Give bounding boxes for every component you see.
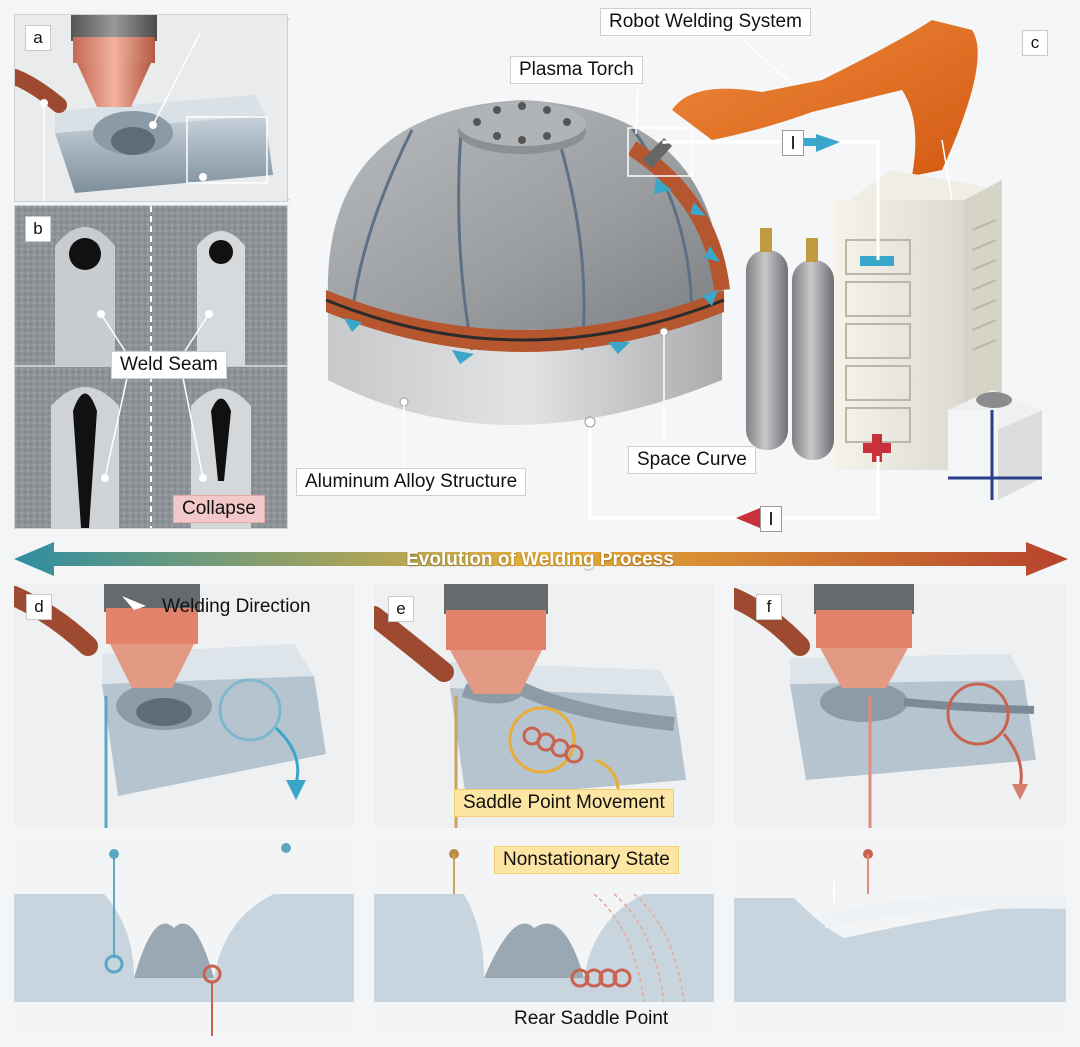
panel-b-micrographs: [15, 206, 287, 528]
panel-f-label: f: [756, 594, 782, 620]
rear-saddle-point-label: Rear Saddle Point: [514, 1008, 669, 1029]
welding-direction-label: Welding Direction: [162, 596, 311, 617]
collapse-label: Collapse: [173, 495, 265, 523]
space-curve-label: Space Curve: [628, 446, 756, 474]
evolution-arrow: [14, 542, 1068, 576]
panel-d-illustration: [14, 584, 326, 828]
panel-e: e Saddle Point Movement: [374, 584, 714, 828]
weld-seam-label: Weld Seam: [111, 351, 227, 379]
panel-f-detail: [734, 838, 1066, 1036]
panel-d-label: d: [26, 594, 52, 620]
panel-e-label: e: [388, 596, 414, 622]
current-label-bottom: I: [760, 506, 782, 532]
panel-a-label: a: [25, 25, 51, 51]
panel-e-cross-section: [374, 849, 714, 1003]
panel-e-illustration: [374, 584, 686, 828]
panel-a-illustration: [15, 15, 273, 201]
evolution-title: Evolution of Welding Process: [406, 549, 674, 570]
panel-e-detail: Nonstationary State Rear Saddle Point: [374, 838, 714, 1036]
panel-b: b Weld Seam Collapse: [14, 205, 288, 529]
panel-a: a: [14, 14, 288, 202]
panel-d: d Welding Direction: [14, 584, 354, 828]
plasma-torch-label: Plasma Torch: [510, 56, 643, 84]
panel-f: f: [734, 584, 1066, 828]
panel-f-cross-section: [734, 849, 1066, 1002]
nonstationary-state-label: Nonstationary State: [494, 846, 679, 874]
panel-c: c Robot Welding System Plasma Torch Alum…: [292, 0, 1080, 540]
aluminum-alloy-structure-label: Aluminum Alloy Structure: [296, 468, 527, 496]
panel-d-cross-section: [14, 843, 354, 1036]
current-label-top: I: [782, 130, 804, 156]
panel-c-label: c: [1022, 30, 1048, 56]
saddle-point-movement-label: Saddle Point Movement: [454, 789, 674, 817]
robot-welding-system-label: Robot Welding System: [600, 8, 811, 36]
panel-d-detail: [14, 838, 354, 1036]
panel-b-label: b: [25, 216, 51, 242]
panel-f-illustration: [734, 584, 1036, 828]
